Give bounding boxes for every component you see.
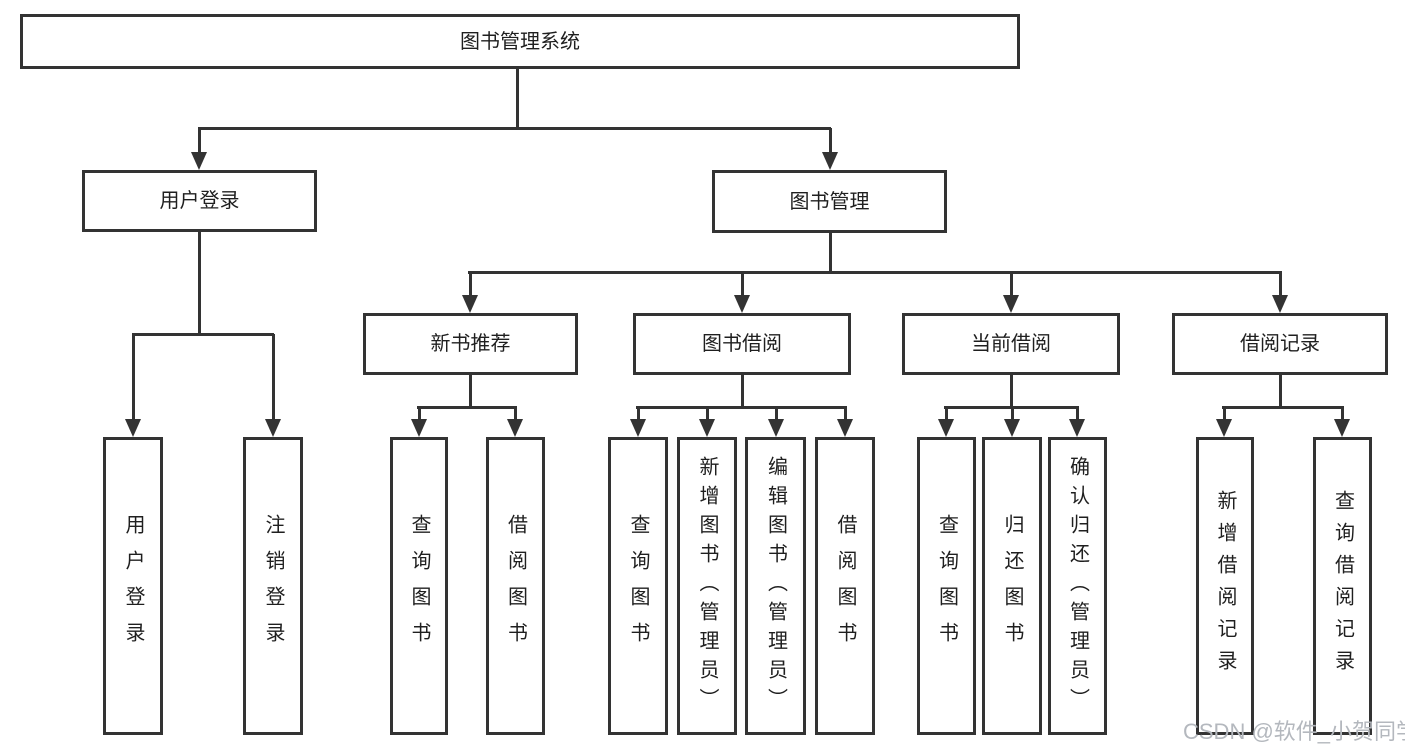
leaf-add-borrow-record: 新增借阅记录 [1196, 437, 1254, 735]
node-user-login-label: 用户登录 [159, 190, 240, 212]
leaf-return-books-label: 归还图书 [1001, 514, 1023, 658]
arrowhead-leaf-11 [1334, 419, 1350, 437]
csdn-watermark: CSDN @软件_小贺同学 [1183, 719, 1405, 744]
arrowhead-leaf-2 [507, 419, 523, 437]
arrowhead-to-borrow-records [1272, 295, 1288, 313]
leaf-user-login: 用户登录 [103, 437, 163, 735]
arrowhead-leaf-9 [1069, 419, 1085, 437]
leaf-confirm-return-admin: 确认归还（管理员） [1048, 437, 1107, 735]
connector-current-borrow-stem [1010, 375, 1013, 409]
leaf-query-books-1: 查询图书 [390, 437, 448, 735]
connector-book-borrow-stem [741, 375, 744, 409]
leaf-add-books-admin: 新增图书（管理员） [677, 437, 737, 735]
node-root: 图书管理系统 [20, 14, 1020, 69]
arrow-line-leaf-8 [1011, 407, 1014, 420]
connector-user-login-stem [198, 232, 201, 336]
arrowhead-to-leaf-logout [265, 419, 281, 437]
connector-branch-new-book [417, 406, 517, 409]
leaf-logout-label: 注销登录 [262, 514, 284, 658]
leaf-query-books-1-label: 查询图书 [408, 514, 430, 658]
arrow-line-leaf-2 [514, 407, 517, 420]
leaf-edit-books-admin: 编辑图书（管理员） [745, 437, 806, 735]
arrowhead-leaf-1 [411, 419, 427, 437]
arrowhead-leaf-7 [938, 419, 954, 437]
leaf-borrow-books-2: 借阅图书 [815, 437, 875, 735]
node-current-borrow-label: 当前借阅 [971, 333, 1051, 355]
connector-branch-level2 [198, 127, 831, 130]
arrow-line-to-book-borrow [741, 272, 744, 296]
arrow-line-to-book-management [829, 128, 832, 154]
arrowhead-leaf-4 [699, 419, 715, 437]
node-current-borrow: 当前借阅 [902, 313, 1120, 375]
connector-branch-level3 [468, 271, 1282, 274]
arrowhead-to-user-login [191, 152, 207, 170]
arrow-line-leaf-1 [418, 407, 421, 420]
leaf-edit-books-admin-label: 编辑图书（管理员） [764, 455, 787, 717]
leaf-add-borrow-record-label: 新增借阅记录 [1214, 490, 1236, 682]
arrow-line-to-borrow-records [1279, 272, 1282, 296]
arrow-line-to-current-borrow [1010, 272, 1013, 296]
node-new-book-recommend: 新书推荐 [363, 313, 578, 375]
arrowhead-to-current-borrow [1003, 295, 1019, 313]
leaf-query-books-2: 查询图书 [608, 437, 668, 735]
leaf-return-books: 归还图书 [982, 437, 1042, 735]
leaf-borrow-books-1: 借阅图书 [486, 437, 545, 735]
leaf-confirm-return-admin-label: 确认归还（管理员） [1066, 455, 1089, 717]
arrow-line-leaf-11 [1341, 407, 1344, 420]
arrow-line-to-user-login [198, 128, 201, 154]
node-new-book-recommend-label: 新书推荐 [430, 333, 511, 355]
node-book-borrow-label: 图书借阅 [702, 333, 782, 355]
arrowhead-leaf-3 [630, 419, 646, 437]
connector-branch-borrow-records [1222, 406, 1344, 409]
leaf-borrow-books-1-label: 借阅图书 [504, 514, 527, 658]
leaf-logout: 注销登录 [243, 437, 303, 735]
leaf-query-borrow-record: 查询借阅记录 [1313, 437, 1372, 735]
arrow-line-leaf-9 [1076, 407, 1079, 420]
arrow-line-to-leaf-logout [272, 334, 275, 420]
leaf-query-books-3-label: 查询图书 [935, 514, 958, 658]
connector-new-book-stem [469, 375, 472, 409]
arrow-line-leaf-4 [706, 407, 709, 420]
arrowhead-leaf-5 [768, 419, 784, 437]
arrow-line-leaf-3 [637, 407, 640, 420]
arrow-line-leaf-6 [844, 407, 847, 420]
leaf-query-books-3: 查询图书 [917, 437, 976, 735]
node-borrow-records-label: 借阅记录 [1240, 333, 1320, 355]
arrow-line-leaf-10 [1223, 407, 1226, 420]
arrowhead-leaf-6 [837, 419, 853, 437]
node-book-management-label: 图书管理 [789, 190, 870, 213]
leaf-add-books-admin-label: 新增图书（管理员） [696, 455, 718, 717]
leaf-borrow-books-2-label: 借阅图书 [834, 514, 856, 658]
arrow-line-leaf-7 [945, 407, 948, 420]
leaf-user-login-label: 用户登录 [122, 514, 144, 658]
arrow-line-to-leaf-user-login [132, 334, 135, 420]
connector-book-management-stem [829, 233, 832, 274]
node-root-label: 图书管理系统 [460, 30, 580, 53]
node-book-borrow: 图书借阅 [633, 313, 851, 375]
connector-borrow-records-stem [1279, 375, 1282, 409]
arrowhead-leaf-10 [1216, 419, 1232, 437]
arrow-line-leaf-5 [775, 407, 778, 420]
node-borrow-records: 借阅记录 [1172, 313, 1388, 375]
arrowhead-to-book-management [822, 152, 838, 170]
connector-branch-book-borrow [636, 406, 847, 409]
arrowhead-to-leaf-user-login [125, 419, 141, 437]
node-book-management: 图书管理 [712, 170, 947, 233]
leaf-query-borrow-record-label: 查询借阅记录 [1331, 490, 1354, 682]
arrow-line-to-new-book [469, 272, 472, 296]
arrowhead-to-new-book [462, 295, 478, 313]
leaf-query-books-2-label: 查询图书 [627, 514, 649, 658]
node-user-login: 用户登录 [82, 170, 317, 232]
connector-branch-user-login [132, 333, 274, 336]
arrowhead-to-book-borrow [734, 295, 750, 313]
arrowhead-leaf-8 [1004, 419, 1020, 437]
connector-root-stem [516, 68, 519, 130]
